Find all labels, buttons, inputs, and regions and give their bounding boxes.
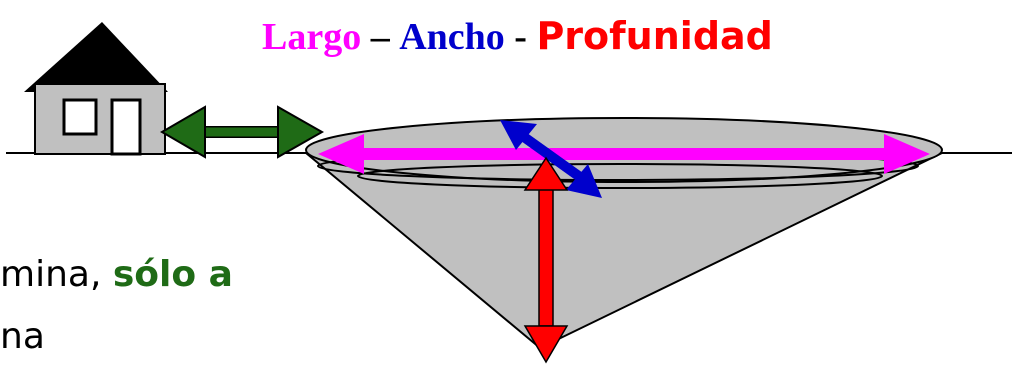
length-arrow (318, 134, 930, 174)
title-separator-1: – (370, 16, 390, 58)
width-arrow (500, 120, 602, 198)
title-separator-2: - (514, 16, 527, 58)
body-text-line-2: na (0, 316, 45, 357)
diagram-title: Largo – Ancho - Profunidad (262, 8, 982, 64)
body-text-line-1-prefix: mina, (0, 254, 113, 295)
house-icon (24, 22, 168, 156)
title-profundidad: Profunidad (536, 14, 773, 58)
title-largo: Largo (262, 16, 362, 58)
body-text-highlight: sólo a (112, 254, 233, 295)
distance-arrow (160, 105, 325, 159)
depth-arrow (523, 156, 569, 364)
house-window (62, 98, 98, 136)
body-text-line-1: mina, sólo a (0, 250, 440, 300)
title-ancho: Ancho (399, 16, 505, 58)
house-door (110, 98, 142, 156)
